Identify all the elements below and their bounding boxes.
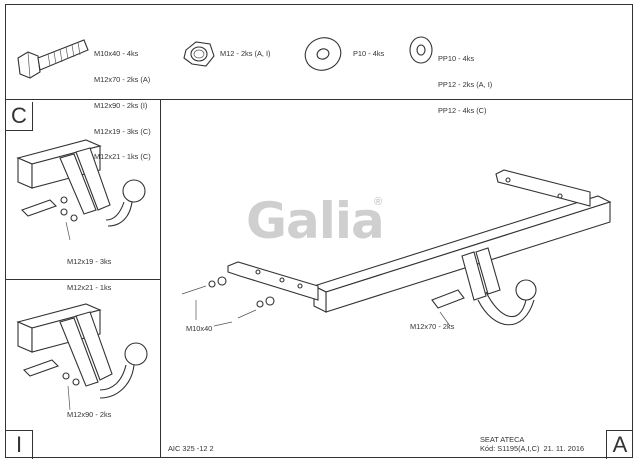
bolt-list: M10x40 - 4ks M12x70 - 2ks (A) M12x90 - 2… [94, 49, 151, 162]
drawing-number: AIC 325 -12 2 [168, 444, 214, 453]
brand-registered-mark: ® [374, 196, 383, 208]
code-date-line: Kód: S1195(A,I,C) 21. 11. 2016 [480, 444, 585, 453]
parts-list-panel [5, 4, 633, 100]
variant-c-letter: C [6, 102, 33, 131]
washer-label: P10 - 4ks [353, 49, 385, 58]
bolt-drawing [17, 39, 89, 79]
variant-divider [5, 279, 161, 280]
variant-i-sketch [16, 303, 148, 411]
variant-a-letter: A [606, 430, 633, 459]
variant-c-callout: M12x19 - 3ks M12x21 - 1ks [67, 257, 112, 292]
washer-drawing [304, 37, 342, 71]
variant-c-sketch [16, 139, 146, 241]
bolt-callout-m12x70: M12x70 - 2ks [410, 322, 455, 331]
vehicle-name: SEAT ATECA [480, 435, 525, 444]
variant-i-letter: I [6, 430, 33, 459]
nut-label: M12 - 2ks (A, I) [220, 49, 271, 58]
brand-logo: Galia [246, 192, 385, 250]
drawing-sheet-border [5, 4, 633, 458]
nut-drawing [183, 41, 215, 67]
variant-i-callout: M12x90 - 2ks [67, 410, 112, 419]
plate-list: PP10 - 4ks PP12 - 2ks (A, I) PP12 - 4ks … [438, 54, 493, 115]
plate-washer-drawing [409, 36, 433, 64]
bolt-callout-m10x40: M10x40 [186, 324, 213, 333]
main-towbar-drawing [181, 169, 612, 327]
